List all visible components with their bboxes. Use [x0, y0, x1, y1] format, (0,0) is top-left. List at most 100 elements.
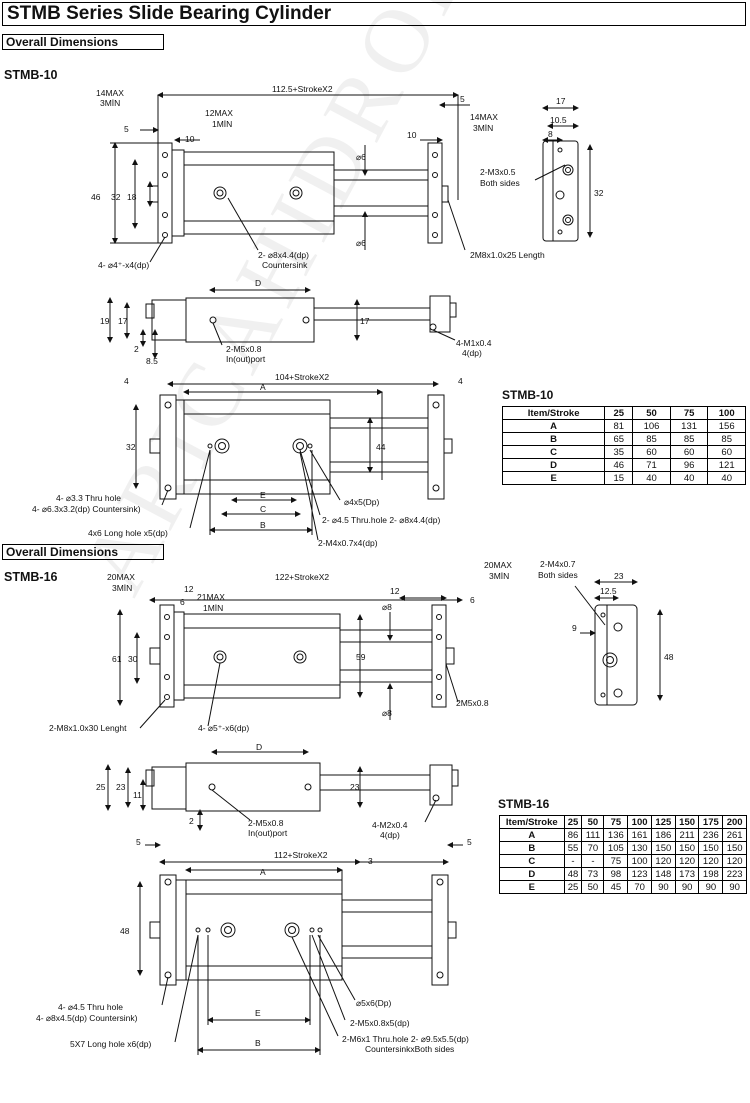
table-header-stroke: 150 [674, 815, 700, 829]
note-m8: 2M8x1.0x25 Length [470, 250, 545, 260]
table-title-stmb16: STMB-16 [498, 797, 550, 811]
table-cell: 98 [603, 867, 629, 881]
dim-12-16: 12 [184, 584, 194, 594]
dim-h17r: 17 [360, 316, 370, 326]
table-cell: 85 [707, 432, 746, 446]
table-cell: 100 [627, 854, 652, 868]
dim-e: E [260, 490, 266, 500]
dim-h19: 19 [100, 316, 110, 326]
table-row-label: B [499, 841, 565, 855]
table-header-stroke: 175 [698, 815, 724, 829]
dim-10-right: 10 [407, 130, 417, 140]
note-m6b: CountersinkxBoth sides [365, 1044, 454, 1054]
dim-w8: 8 [548, 129, 553, 139]
note-m1: 4-M1x0.4 [456, 338, 492, 348]
note-holes5: 4- ⌀5⁺-x6(dp) [198, 723, 249, 733]
dim-d-16: D [256, 742, 262, 752]
dim-three: 3 [368, 856, 373, 866]
table-cell: 96 [669, 458, 709, 472]
note-m5-16: 2M5x0.8 [456, 698, 489, 708]
table-cell: 148 [650, 867, 676, 881]
table-cell: 35 [604, 445, 634, 459]
table-cell: 81 [604, 419, 634, 433]
dim-h32-bottom: 32 [126, 442, 136, 452]
dim-e-16: E [255, 1008, 261, 1018]
stmb10-top-view [110, 92, 470, 263]
dim-h85: 8.5 [146, 356, 158, 366]
table-cell: 120 [650, 854, 676, 868]
dim-b: B [260, 520, 266, 530]
stmb16-end-view [574, 579, 663, 706]
table-cell: 111 [581, 828, 605, 842]
dim-6-left-16: 6 [180, 597, 185, 607]
table-cell: 156 [707, 419, 746, 433]
model-label-stmb16: STMB-16 [4, 570, 58, 584]
dim-d: D [255, 278, 261, 288]
note-m2b: 4(dp) [380, 830, 400, 840]
dim-h32-end: 32 [594, 188, 604, 198]
dim-h25: 25 [96, 782, 106, 792]
note-m4b-16: Both sides [538, 570, 578, 580]
table-cell: 223 [722, 867, 747, 881]
dim-len-bottom-16: 112+StrokeX2 [274, 850, 328, 860]
table-row-label: D [499, 867, 565, 881]
dim-h48-bottom: 48 [120, 926, 130, 936]
table-cell: 261 [722, 828, 747, 842]
table-cell: 85 [632, 432, 671, 446]
table-cell: 186 [650, 828, 676, 842]
dim-h23: 23 [116, 782, 126, 792]
table-cell: - [581, 854, 605, 868]
table-cell: - [563, 854, 583, 868]
table-cell: 60 [632, 445, 671, 459]
note-m5-bottom-16: 2-M5x0.8x5(dp) [350, 1018, 410, 1028]
dim-5-right: 5 [460, 94, 465, 104]
dim-12max: 12MAX [205, 108, 233, 118]
dim-h46: 46 [91, 192, 101, 202]
dim-w17: 17 [556, 96, 566, 106]
dim-h2: 2 [134, 344, 139, 354]
dim-h61: 61 [112, 654, 122, 664]
table-header-stroke: 125 [650, 815, 676, 829]
table-cell: 85 [669, 432, 709, 446]
dim-h30: 30 [128, 654, 138, 664]
table-cell: 90 [722, 880, 747, 894]
table-cell: 121 [707, 458, 746, 472]
table-cell: 48 [563, 867, 583, 881]
dim-w105: 10.5 [550, 115, 567, 125]
table-cell: 60 [707, 445, 746, 459]
table-cell: 40 [707, 471, 746, 485]
dim-len-top-16: 122+StrokeX2 [275, 572, 329, 582]
table-row-label: A [501, 419, 606, 433]
dim-phi6-top: ⌀6 [356, 152, 366, 162]
stmb16-side-view [105, 749, 459, 831]
note-phi5: ⌀5x6(Dp) [356, 998, 392, 1008]
table-cell: 123 [627, 867, 652, 881]
dim-3min-right-16: 3MİN [489, 571, 509, 581]
table-cell: 120 [698, 854, 724, 868]
dim-w9: 9 [572, 623, 577, 633]
dim-a-16: A [260, 867, 266, 877]
dim-21max: 21MAX [197, 592, 225, 602]
note-m4: 2-M4x0.7x4(dp) [318, 538, 378, 548]
dim-w23: 23 [614, 571, 624, 581]
table-header-stroke: 50 [581, 815, 605, 829]
table-header-stroke: 25 [563, 815, 583, 829]
table-cell: 90 [698, 880, 724, 894]
note-csink2: Countersink [262, 260, 308, 270]
table-title-stmb10: STMB-10 [502, 388, 554, 402]
table-cell: 90 [650, 880, 676, 894]
table-row-label: A [499, 828, 565, 842]
table-cell: 60 [669, 445, 709, 459]
table-cell: 90 [674, 880, 700, 894]
dim-h23r: 23 [350, 782, 360, 792]
table-row-label: C [499, 854, 565, 868]
dim-3min-left-16: 3MİN [112, 583, 132, 593]
